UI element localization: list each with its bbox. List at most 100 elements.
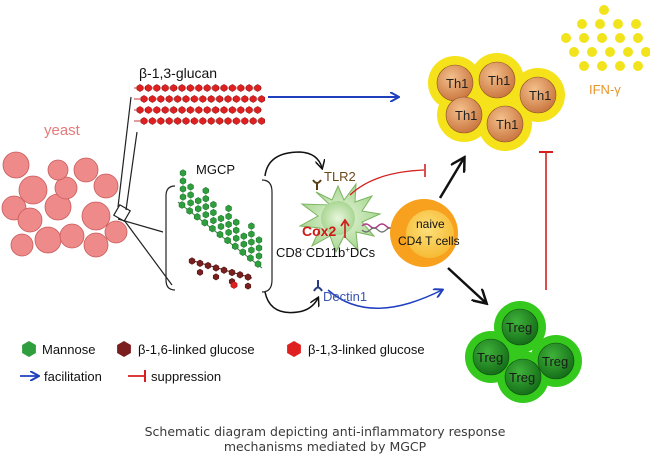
- glucose-unit: [170, 106, 177, 114]
- glucose-unit: [241, 95, 249, 103]
- mannose-unit: [187, 191, 194, 199]
- mannose-unit: [225, 204, 232, 213]
- cox2-label: Cox2: [302, 223, 336, 239]
- mgcp-bracket: [165, 185, 176, 291]
- mannose-unit: [178, 201, 186, 209]
- dc-label-cd8: CD8: [276, 245, 302, 260]
- glucose-unit: [174, 95, 181, 103]
- mannose-unit: [255, 252, 263, 260]
- mannose-unit: [179, 169, 187, 177]
- mannose-unit: [202, 203, 209, 211]
- caption-line2: mechanisms mediated by MGCP: [223, 439, 427, 454]
- glucose-unit: [216, 117, 223, 125]
- glucose-unit: [254, 84, 261, 92]
- naive-label-line2: CD4 T cells: [398, 234, 460, 248]
- th1-cell: [478, 61, 516, 99]
- mannose-unit: [255, 236, 263, 244]
- mannose-unit: [179, 193, 187, 201]
- glucose-unit: [149, 95, 156, 103]
- mannose-unit: [239, 248, 247, 256]
- mannose-unit: [248, 246, 255, 254]
- dectin1-label: Dectin1: [323, 289, 367, 304]
- legend-beta16: β-1,6-linked glucose: [138, 342, 255, 357]
- glucose-unit: [245, 84, 253, 92]
- ifn-gamma-dots: [561, 5, 650, 71]
- naive-cd4-inner: [406, 210, 454, 258]
- glucose-unit: [174, 117, 181, 125]
- glucose-unit: [199, 117, 207, 125]
- yeast-cell: [104, 220, 128, 244]
- mannose-unit: [202, 211, 209, 219]
- legend: Mannose β-1,6-linked glucose β-1,3-linke…: [20, 341, 425, 384]
- ifn-gamma-dot: [623, 47, 633, 57]
- th1-label: Th1: [496, 117, 518, 132]
- glucose-unit: [249, 95, 257, 103]
- yeast-cell: [17, 207, 43, 233]
- mannose-unit: [247, 254, 254, 262]
- glucose-unit: [149, 117, 156, 125]
- ifn-gamma-dot: [613, 19, 623, 29]
- yeast-cell: [83, 232, 109, 258]
- glucose-unit: [191, 95, 198, 103]
- beta16-unit: [204, 261, 212, 270]
- beta13-hexagon-icon: [287, 341, 301, 357]
- dc-label-dcs: DCs: [350, 245, 376, 260]
- mgcp-bracket-right: [261, 179, 273, 293]
- glucose-unit: [165, 95, 173, 103]
- yeast-cell: [2, 151, 30, 179]
- glucose-unit: [140, 117, 148, 125]
- tlr2-receptor-icon: [312, 179, 322, 190]
- treg-cell: [504, 358, 542, 396]
- glucose-unit: [191, 117, 198, 125]
- glucose-unit: [229, 106, 236, 114]
- mannose-unit: [233, 234, 240, 242]
- mannose-unit: [210, 200, 217, 209]
- th1-label: Th1: [529, 88, 551, 103]
- arrow-to-tlr2: [264, 151, 322, 177]
- mannose-unit: [231, 242, 239, 251]
- glucose-unit: [170, 84, 177, 92]
- beta16-unit: [244, 273, 252, 281]
- mannose-unit: [233, 218, 240, 226]
- treg-cell: [501, 308, 539, 346]
- th1-label: Th1: [455, 108, 477, 123]
- ifn-gamma-dot: [631, 19, 641, 29]
- glucose-unit: [207, 117, 215, 125]
- mannose-unit: [187, 183, 194, 191]
- mannose-unit: [210, 208, 217, 217]
- yeast-cell: [34, 226, 62, 254]
- glucose-unit: [216, 95, 223, 103]
- dectin1-to-treg-arrow: [327, 290, 442, 309]
- beta16-unit: [196, 268, 204, 276]
- glucose-unit: [241, 117, 249, 125]
- glucose-unit: [153, 106, 161, 114]
- treg-label: Treg: [542, 354, 568, 369]
- glucose-unit: [245, 106, 253, 114]
- caption-line1: Schematic diagram depicting anti-inflamm…: [144, 424, 506, 439]
- glucose-unit: [224, 95, 232, 103]
- mannose-unit: [248, 222, 255, 230]
- mannose-unit: [210, 216, 217, 225]
- naive-to-th1-arrow: [438, 158, 464, 199]
- naive-to-treg-arrow: [447, 267, 486, 303]
- mannose-unit: [225, 228, 232, 237]
- ifn-gamma-dot: [597, 61, 607, 71]
- glucose-unit: [220, 106, 228, 114]
- glucose-unit: [157, 95, 165, 103]
- dc-label-cd8-sup: -: [302, 245, 305, 254]
- glucose-unit: [254, 106, 261, 114]
- glucose-unit: [220, 84, 228, 92]
- yeast-cell: [81, 201, 111, 231]
- mannose-unit: [179, 177, 187, 185]
- beta-glucan-label: β-1,3-glucan: [139, 65, 217, 81]
- glucose-unit: [145, 84, 152, 92]
- mannose-unit: [224, 236, 231, 245]
- mannose-unit: [233, 226, 240, 234]
- dectin1-receptor-icon: [313, 280, 323, 292]
- beta16-unit: [228, 268, 236, 277]
- glucose-unit: [161, 84, 169, 92]
- glucose-unit: [145, 106, 152, 114]
- glucose-unit: [178, 84, 186, 92]
- tlr2-label: TLR2: [324, 169, 356, 184]
